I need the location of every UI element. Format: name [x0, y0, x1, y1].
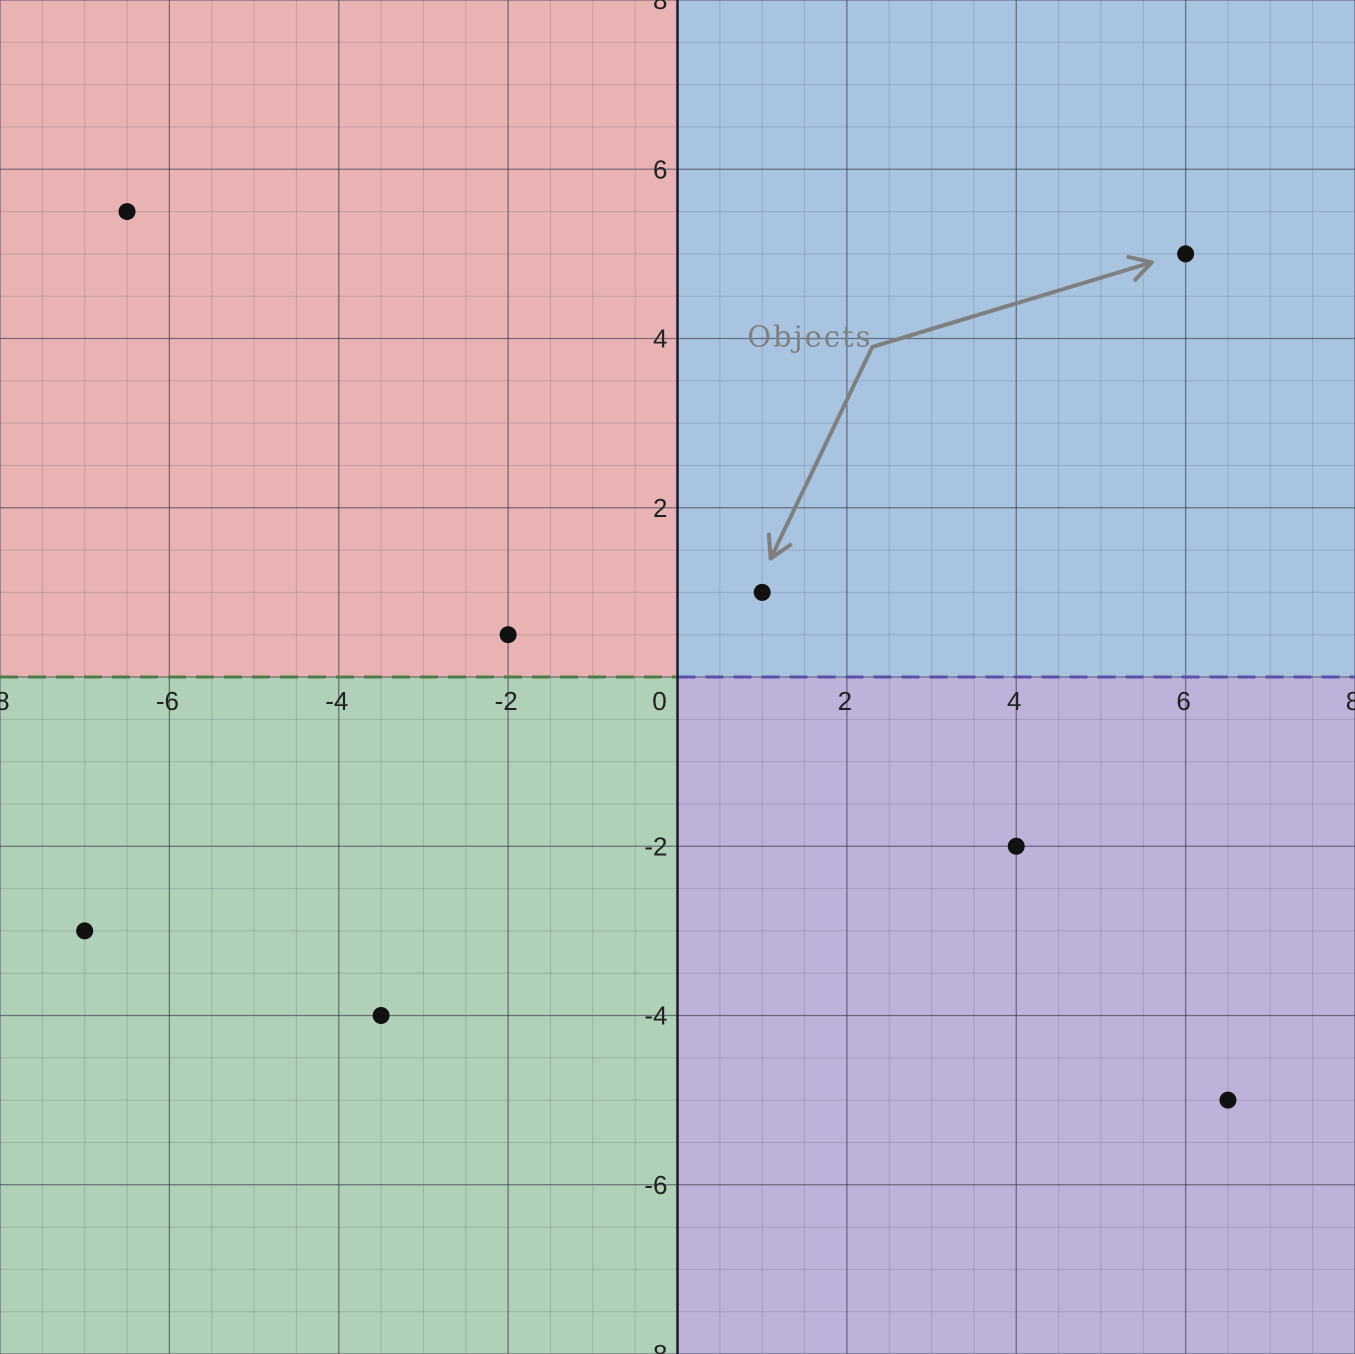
- y-tick-label: -6: [644, 1170, 667, 1200]
- annotation-label: Objects: [747, 320, 872, 354]
- x-tick-label: -2: [495, 686, 518, 716]
- data-point: [1219, 1091, 1237, 1109]
- x-tick-label: -6: [156, 686, 179, 716]
- y-tick-label: 2: [653, 493, 667, 523]
- data-point: [499, 626, 517, 644]
- y-tick-label: 6: [653, 154, 667, 184]
- x-tick-label: 6: [1176, 686, 1190, 716]
- x-tick-label: 4: [1007, 686, 1021, 716]
- y-tick-label: -2: [644, 831, 667, 861]
- x-tick-label: -8: [0, 686, 10, 716]
- annotation-layer: Objects: [747, 254, 1154, 561]
- data-point: [118, 203, 136, 221]
- data-point: [372, 1007, 390, 1024]
- y-tick-label: -4: [644, 1001, 667, 1031]
- data-point: [1007, 837, 1025, 855]
- data-point: [753, 583, 771, 601]
- annotation-arrow-line: [870, 260, 1154, 349]
- y-tick-label: -8: [644, 1339, 667, 1354]
- annotation-arrowhead: [766, 532, 793, 561]
- data-point: [76, 922, 94, 940]
- x-tick-label: 0: [652, 686, 666, 716]
- annotation-arrowhead: [1126, 254, 1154, 282]
- y-tick-label: 8: [653, 0, 667, 15]
- y-tick-label: 4: [653, 324, 667, 354]
- x-tick-label: -4: [325, 686, 348, 716]
- x-tick-label: 8: [1346, 686, 1355, 716]
- annotation-arrow-line: [768, 344, 875, 561]
- x-tick-label: 2: [838, 686, 852, 716]
- data-point: [1177, 245, 1195, 263]
- point-layer: [76, 203, 1237, 1109]
